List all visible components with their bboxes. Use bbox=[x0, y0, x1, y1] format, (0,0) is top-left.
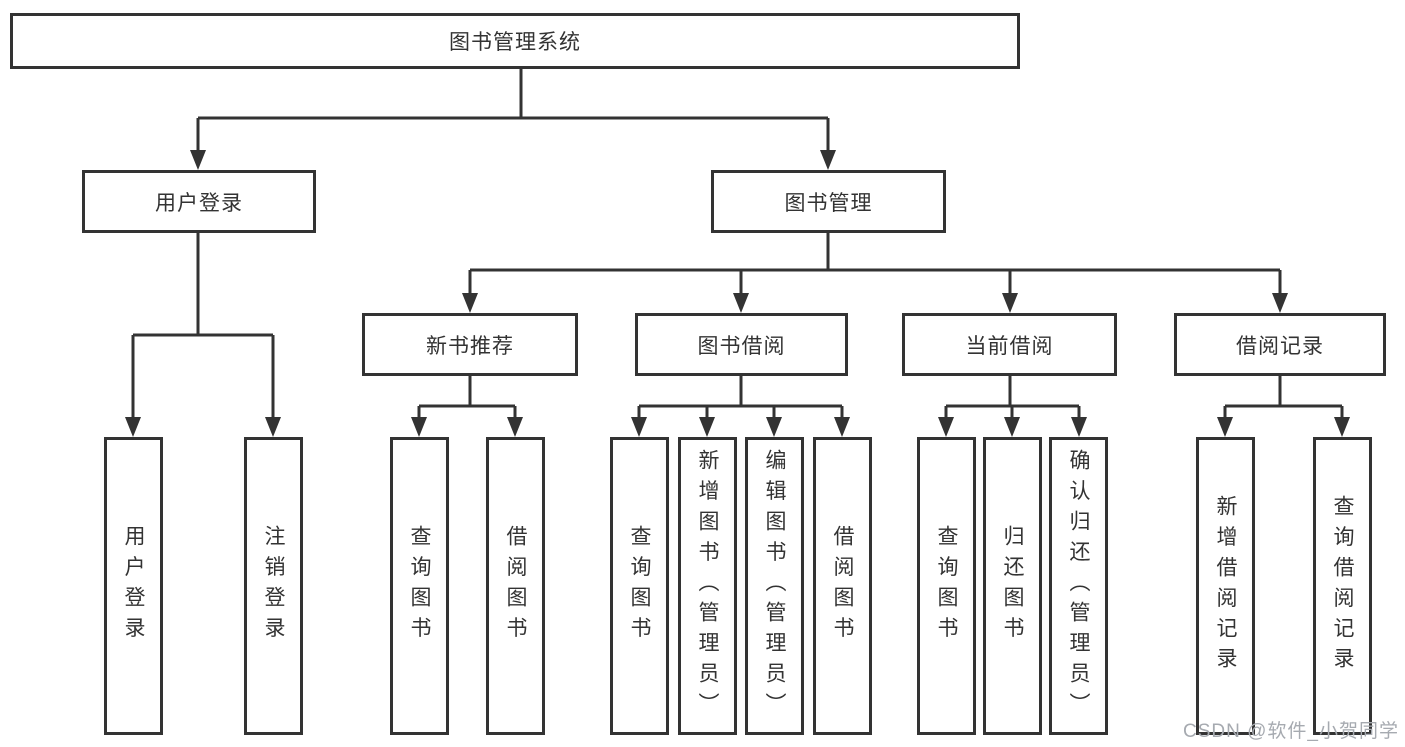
leaf-return-books: 归还图书 bbox=[983, 437, 1042, 735]
node-book-management: 图书管理 bbox=[711, 170, 946, 233]
node-book-borrow: 图书借阅 bbox=[635, 313, 848, 376]
leaf-confirm-return-admin: 确认归还（管理员） bbox=[1049, 437, 1108, 735]
node-root: 图书管理系统 bbox=[10, 13, 1020, 69]
node-new-book-recommend: 新书推荐 bbox=[362, 313, 578, 376]
leaf-query-books-borrow: 查询图书 bbox=[610, 437, 669, 735]
watermark: CSDN @软件_小贺同学 bbox=[1183, 721, 1399, 742]
leaf-add-borrow-record: 新增借阅记录 bbox=[1196, 437, 1255, 735]
node-current-borrow: 当前借阅 bbox=[902, 313, 1117, 376]
leaf-query-borrow-record: 查询借阅记录 bbox=[1313, 437, 1372, 735]
node-borrow-records: 借阅记录 bbox=[1174, 313, 1386, 376]
leaf-user-login: 用户登录 bbox=[104, 437, 163, 735]
leaf-edit-books-admin: 编辑图书（管理员） bbox=[745, 437, 804, 735]
leaf-query-books-recommend: 查询图书 bbox=[390, 437, 449, 735]
leaf-borrow-books: 借阅图书 bbox=[813, 437, 872, 735]
leaf-query-books-current: 查询图书 bbox=[917, 437, 976, 735]
leaf-add-books-admin: 新增图书（管理员） bbox=[678, 437, 737, 735]
leaf-borrow-books-recommend: 借阅图书 bbox=[486, 437, 545, 735]
node-user-login: 用户登录 bbox=[82, 170, 316, 233]
leaf-logout: 注销登录 bbox=[244, 437, 303, 735]
